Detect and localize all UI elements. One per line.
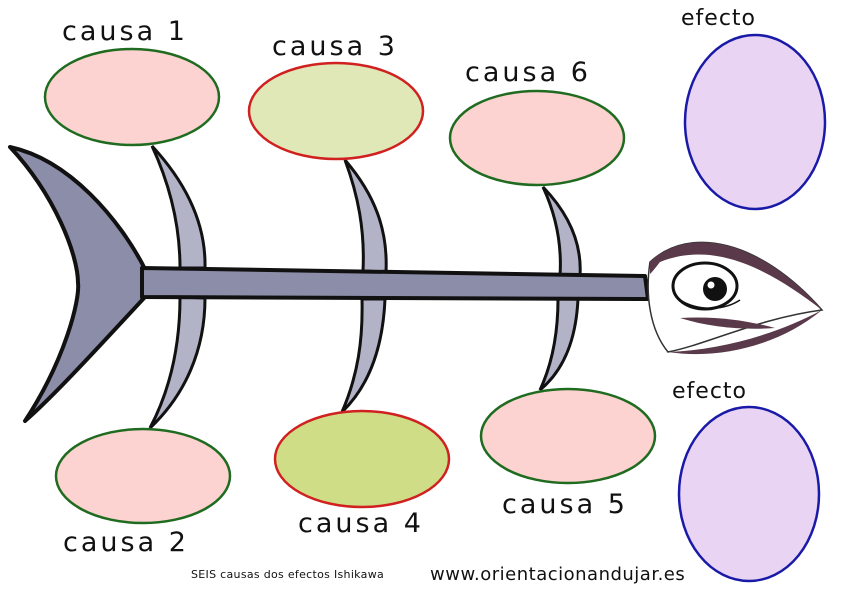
rib-causa-2 <box>148 295 207 430</box>
causa-2-bubble <box>54 427 232 525</box>
rib-causa-5 <box>538 297 580 392</box>
efecto-bottom-label: efecto <box>672 379 747 404</box>
efecto-top-bubble <box>683 33 827 211</box>
efecto-bottom-bubble <box>677 405 821 583</box>
rib-causa-1 <box>150 144 207 270</box>
causa-1-bubble <box>43 47 221 147</box>
causa-3-label: causa 3 <box>272 31 398 62</box>
causa-6-label: causa 6 <box>465 57 591 88</box>
footer-caption: SEIS causas dos efectos Ishikawa <box>191 568 385 581</box>
causa-5-bubble <box>479 387 657 485</box>
footer-website: www.orientacionandujar.es <box>430 564 686 585</box>
rib-causa-4 <box>340 297 387 414</box>
causa-6-bubble <box>448 89 626 187</box>
causa-1-label: causa 1 <box>62 16 188 47</box>
efecto-top-label: efecto <box>681 6 756 31</box>
fish-tail <box>8 145 147 423</box>
causa-4-bubble <box>273 409 451 509</box>
rib-causa-6 <box>541 185 582 278</box>
causa-2-label: causa 2 <box>63 527 189 558</box>
causa-5-label: causa 5 <box>502 489 628 520</box>
causa-4-label: causa 4 <box>298 508 424 539</box>
causa-3-bubble <box>247 61 425 161</box>
rib-causa-3 <box>343 159 388 274</box>
fish-head <box>647 241 824 355</box>
